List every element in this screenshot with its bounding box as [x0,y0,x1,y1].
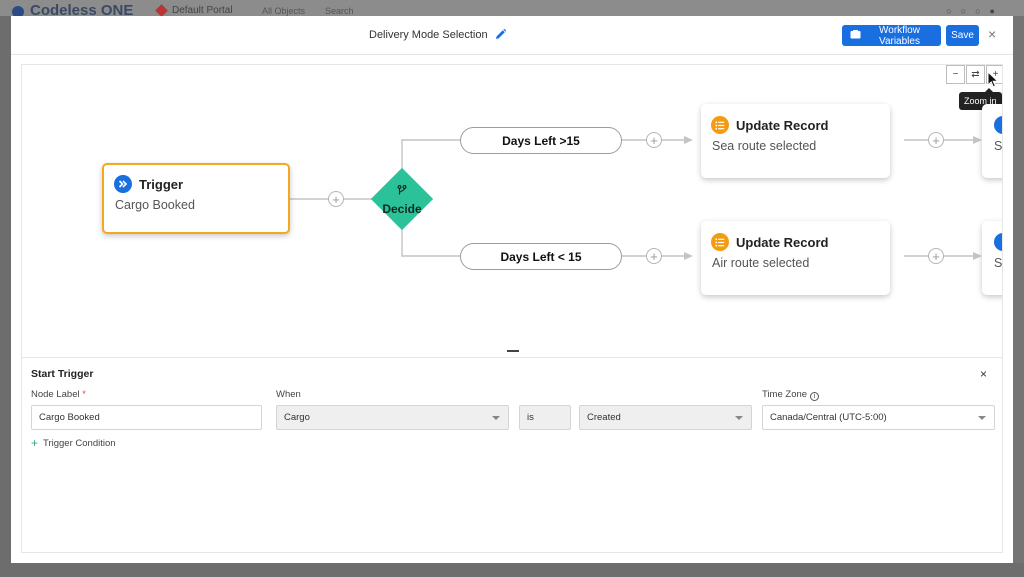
decide-label: Decide [382,201,422,216]
branch-condition-pill[interactable]: Days Left < 15 [460,243,622,270]
when-operator-field: is [519,405,571,430]
decide-node-content: Decide [367,179,437,219]
add-step-button[interactable]: + [646,132,662,148]
workflow-variables-label: Workflow Variables [879,24,920,47]
pencil-edit-icon[interactable] [494,28,507,41]
list-icon [711,233,729,251]
app-logo-icon [12,6,24,16]
update-record-node[interactable]: Update Record Air route selected [701,221,890,295]
update-node-header: Update Record [711,116,828,134]
plus-icon: + [31,436,39,450]
portal-icon [155,4,168,16]
background-app-bar: Codeless ONE Default Portal All Objects … [0,0,1024,16]
add-step-button[interactable]: + [928,132,944,148]
all-objects-menu: All Objects [262,6,306,16]
workflow-variables-button[interactable]: Workflow Variables [842,24,941,47]
update-record-node[interactable]: Update Record Sea route selected [701,104,890,178]
update-node-subtitle: Air route selected [712,256,810,270]
time-zone-select[interactable]: Canada/Central (UTC-5:00) [762,405,995,430]
next-node-partial[interactable]: Se [982,221,1003,295]
title-wrap: Delivery Mode Selection [369,28,507,41]
when-event-select[interactable]: Created [579,405,752,430]
add-trigger-condition-link[interactable]: + Trigger Condition [31,436,116,450]
workflow-editor-modal: Delivery Mode Selection Workflow Variabl… [11,16,1013,563]
update-node-title: Update Record [736,234,829,250]
app-bar-icons: ○○○● [946,6,1004,16]
app-search-placeholder: Search [325,6,354,16]
next-node-icon [994,116,1002,134]
chevron-down-icon [492,416,500,420]
trigger-condition-label: Trigger Condition [43,437,116,449]
next-node-subtitle-stub: Se [994,139,1003,153]
branch-icon [397,183,407,201]
mouse-cursor-icon [987,71,999,88]
workflow-title: Delivery Mode Selection [369,28,488,41]
close-modal-icon[interactable]: × [988,26,997,42]
next-node-partial[interactable]: Se [982,104,1003,178]
node-label-label: Node Label * [31,389,86,400]
add-step-button[interactable]: + [928,248,944,264]
trigger-node-header: Trigger [114,175,183,193]
reset-view-button[interactable]: ⇄ [966,65,985,84]
time-zone-value: Canada/Central (UTC-5:00) [770,412,887,423]
update-node-header: Update Record [711,233,828,251]
app-brand: Codeless ONE [30,2,134,16]
time-zone-label-text: Time Zone [762,389,808,400]
when-event-value: Created [587,412,621,423]
when-object-value: Cargo [284,412,310,423]
add-step-button[interactable]: + [328,191,344,207]
update-node-title: Update Record [736,117,829,133]
trigger-node-title: Trigger [139,176,184,192]
required-mark: * [82,389,86,400]
next-node-icon [994,233,1002,251]
node-label-input[interactable]: Cargo Booked [31,405,262,430]
variables-icon [850,29,861,42]
background-right-strip [1013,16,1024,563]
when-object-select[interactable]: Cargo [276,405,509,430]
next-node-subtitle-stub: Se [994,256,1003,270]
add-step-button[interactable]: + [646,248,662,264]
zoom-controls: − ⇄ + [946,65,1002,84]
double-chevron-right-icon [114,175,132,193]
panel-resize-handle[interactable] [507,350,519,352]
zoom-out-button[interactable]: − [946,65,965,84]
when-label: When [276,389,301,400]
trigger-node[interactable]: Trigger Cargo Booked [102,163,290,234]
workflow-canvas[interactable]: − ⇄ + Zoom in Trigger Cargo Booked + Dec… [21,64,1003,357]
modal-header: Delivery Mode Selection Workflow Variabl… [11,16,1013,55]
chevron-down-icon [978,416,986,420]
portal-name: Default Portal [172,5,233,16]
node-label-text: Node Label [31,389,80,400]
close-panel-icon[interactable]: × [980,367,988,381]
info-icon[interactable]: i [810,392,820,401]
trigger-node-subtitle: Cargo Booked [115,198,195,212]
list-icon [711,116,729,134]
save-button[interactable]: Save [946,25,979,46]
update-node-subtitle: Sea route selected [712,139,817,153]
start-trigger-panel: Start Trigger × Node Label * Cargo Booke… [21,357,1003,553]
panel-title: Start Trigger [31,368,94,380]
chevron-down-icon [735,416,743,420]
branch-condition-pill[interactable]: Days Left >15 [460,127,622,154]
